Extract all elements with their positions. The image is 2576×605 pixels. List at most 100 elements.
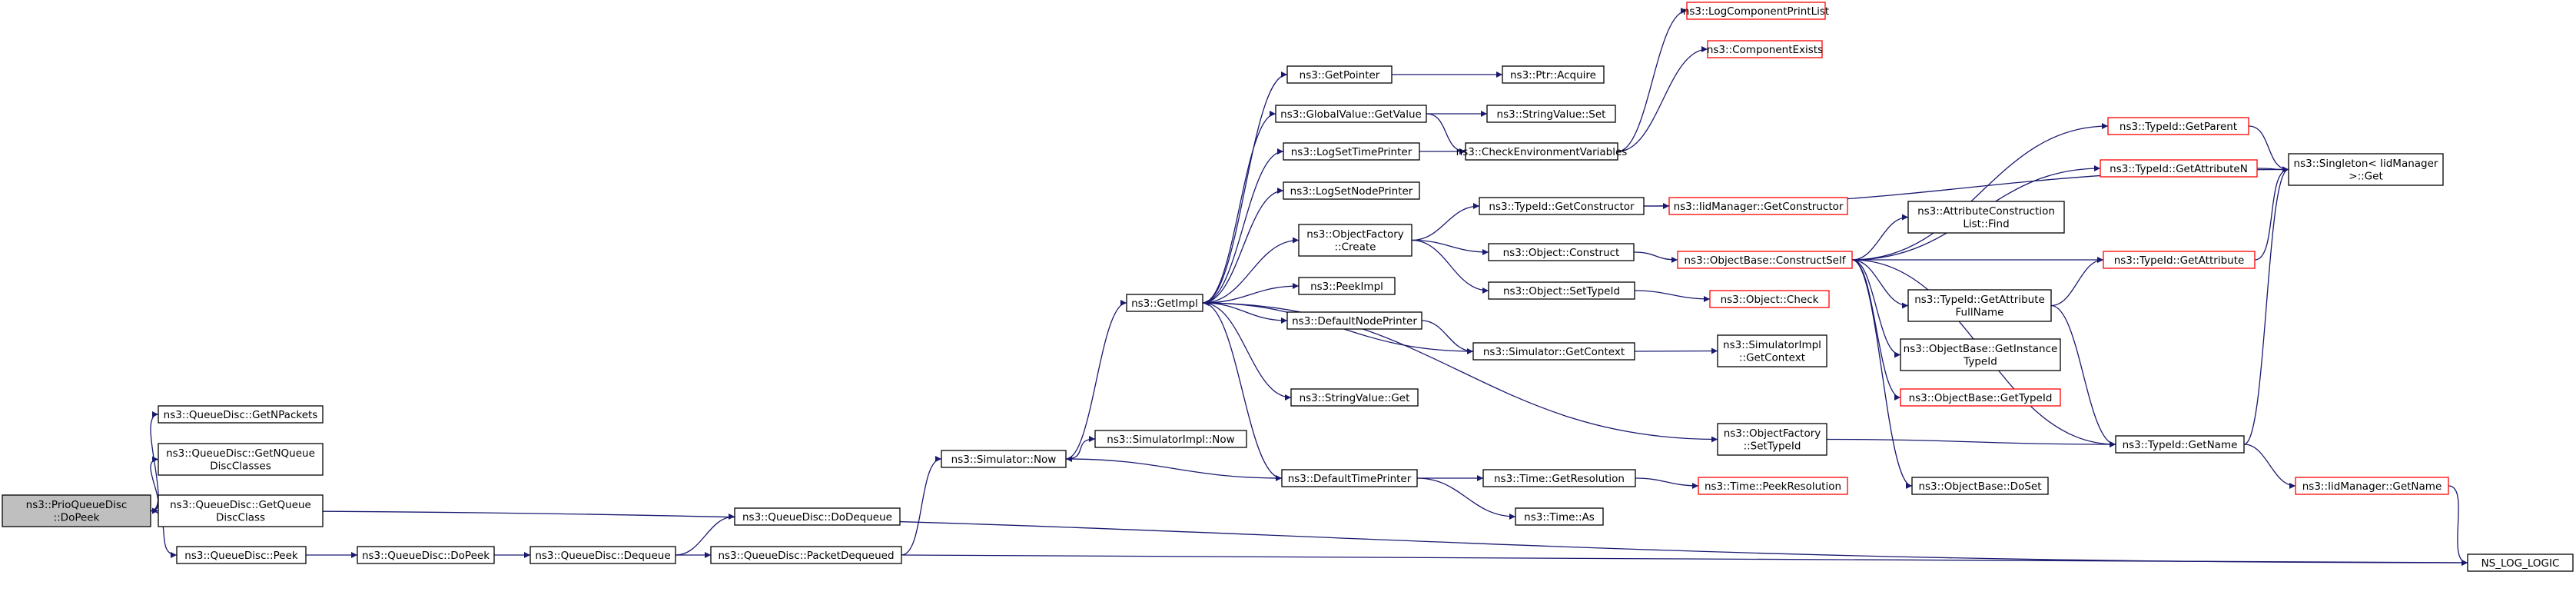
node-getnpackets[interactable]: ns3::QueueDisc::GetNPackets (158, 405, 324, 424)
node-time_peekres[interactable]: ns3::Time::PeekResolution (1698, 477, 1848, 495)
node-tid_getattr[interactable]: ns3::TypeId::GetAttribute (2103, 251, 2256, 269)
node-box (1472, 342, 1635, 361)
node-obj_check[interactable]: ns3::Object::Check (1709, 290, 1830, 308)
node-ob_doset[interactable]: ns3::ObjectBase::DoSet (1911, 477, 2049, 495)
edge-checkenv-to-logprintlist (1617, 8, 1688, 152)
node-ns_log_logic[interactable]: NS_LOG_LOGIC (2467, 553, 2574, 572)
edge-tid_getname-to-singleton_get (2243, 166, 2289, 445)
node-sim_now[interactable]: ns3::Simulator::Now (941, 450, 1067, 468)
node-label: ns3::TypeId::GetAttributeN (2110, 163, 2248, 175)
node-deftimeprinter[interactable]: ns3::DefaultTimePrinter (1281, 469, 1418, 487)
node-label: ::Create (1335, 241, 1376, 254)
edge-root-to-peek (150, 510, 178, 558)
node-defnodeprinter[interactable]: ns3::DefaultNodePrinter (1286, 311, 1422, 330)
node-label: ns3::Time::GetResolution (1494, 473, 1625, 485)
node-label: ns3::GetImpl (1131, 298, 1198, 310)
node-label: ns3::LogComponentPrintList (1683, 5, 1829, 18)
node-box (2115, 435, 2245, 454)
node-peek[interactable]: ns3::QueueDisc::Peek (176, 546, 307, 564)
node-gv_getvalue[interactable]: ns3::GlobalValue::GetValue (1275, 105, 1427, 123)
node-label: ns3::Object::Construct (1503, 247, 1620, 259)
node-packetdequeued[interactable]: ns3::QueueDisc::PacketDequeued (710, 546, 902, 564)
node-label: ns3::QueueDisc::PacketDequeued (718, 550, 894, 562)
node-label: ns3::QueueDisc::DoPeek (362, 550, 490, 562)
node-label: >::Get (2349, 171, 2382, 183)
edge-getimpl-to-defnodeprinter (1202, 302, 1288, 324)
node-box (2100, 159, 2258, 178)
node-box (529, 546, 676, 564)
node-simimpl_getcontext[interactable]: ns3::SimulatorImpl::GetContext (1717, 334, 1827, 367)
node-box (1907, 289, 2052, 322)
edge-gv_getvalue-to-checkenv (1426, 113, 1466, 155)
node-label: ns3::ObjectBase::DoSet (1918, 480, 2041, 493)
node-singleton_get[interactable]: ns3::Singleton< IidManager >::Get (2288, 153, 2444, 186)
node-time_getres[interactable]: ns3::Time::GetResolution (1482, 469, 1636, 487)
node-label: ns3::QueueDisc::Dequeue (535, 550, 670, 562)
node-label: ns3::LogSetNodePrinter (1290, 185, 1413, 198)
node-ob_constructself[interactable]: ns3::ObjectBase::ConstructSelf (1677, 251, 1853, 269)
node-logsettime[interactable]: ns3::LogSetTimePrinter (1283, 142, 1420, 161)
node-tid_getname[interactable]: ns3::TypeId::GetName (2115, 435, 2245, 454)
node-obj_settypeid[interactable]: ns3::Object::SetTypeId (1488, 281, 1635, 300)
node-obj_construct[interactable]: ns3::Object::Construct (1488, 243, 1635, 261)
node-label: ns3::ObjectFactory (1306, 228, 1404, 241)
node-root[interactable]: ns3::PrioQueueDisc::DoPeek (2, 494, 151, 527)
edge-dequeue-to-dodequeue (675, 514, 735, 556)
node-box (941, 450, 1067, 468)
node-of_create[interactable]: ns3::ObjectFactory::Create (1298, 224, 1412, 257)
edge-iid_getname-to-ns_log_logic (2448, 485, 2468, 566)
node-tid_getparent[interactable]: ns3::TypeId::GetParent (2107, 117, 2249, 135)
node-label: ns3::DefaultTimePrinter (1288, 473, 1412, 485)
node-box (1911, 477, 2049, 495)
node-checkenv[interactable]: ns3::CheckEnvironmentVariables (1456, 142, 1628, 161)
node-time_as[interactable]: ns3::Time::As (1515, 507, 1604, 526)
node-getimpl[interactable]: ns3::GetImpl (1126, 294, 1203, 312)
edge-root-to-ns_log_logic (150, 510, 2468, 566)
edge-tid_getattrfull-to-tid_getname (2050, 304, 2116, 447)
node-ptr_acquire[interactable]: ns3::Ptr::Acquire (1502, 65, 1605, 84)
node-tid_getctor[interactable]: ns3::TypeId::GetConstructor (1479, 197, 1645, 215)
node-logsetnode[interactable]: ns3::LogSetNodePrinter (1283, 181, 1420, 200)
node-layer: ns3::PrioQueueDisc::DoPeekns3::QueueDisc… (2, 2, 2574, 572)
node-logprintlist[interactable]: ns3::LogComponentPrintList (1683, 2, 1829, 20)
node-box (1717, 423, 1827, 456)
node-box (158, 443, 324, 476)
node-iid_getname[interactable]: ns3::IidManager::GetName (2295, 477, 2449, 495)
node-label: ns3::TypeId::GetName (2123, 439, 2238, 451)
edge-getimpl-to-deftimeprinter (1202, 302, 1283, 481)
node-label: ns3::PrioQueueDisc (26, 499, 128, 511)
node-peekimpl[interactable]: ns3::PeekImpl (1298, 277, 1396, 295)
node-label: List::Find (1963, 218, 2009, 231)
node-getpointer[interactable]: ns3::GetPointer (1286, 65, 1393, 84)
edge-defnodeprinter-to-sim_getcontext (1421, 320, 1474, 354)
node-label: ns3::Time::PeekResolution (1705, 480, 1841, 493)
node-of_settypeid[interactable]: ns3::ObjectFactory::SetTypeId (1717, 423, 1827, 456)
node-label: ns3::QueueDisc::GetNPackets (164, 409, 318, 421)
node-sv_get[interactable]: ns3::StringValue::Get (1290, 388, 1419, 407)
node-box (710, 546, 902, 564)
node-sv_set[interactable]: ns3::StringValue::Set (1486, 105, 1616, 123)
node-label: ns3::SimulatorImpl::Now (1107, 434, 1234, 446)
node-ob_gettypeid[interactable]: ns3::ObjectBase::GetTypeId (1900, 388, 2061, 407)
node-dodequeue[interactable]: ns3::QueueDisc::DoDequeue (734, 507, 901, 526)
node-box (158, 405, 324, 424)
node-label: ns3::ObjectBase::GetTypeId (1909, 392, 2053, 404)
node-qd_dopeek[interactable]: ns3::QueueDisc::DoPeek (357, 546, 495, 564)
node-simimpl_now[interactable]: ns3::SimulatorImpl::Now (1094, 430, 1247, 448)
node-compexists[interactable]: ns3::ComponentExists (1707, 40, 1823, 58)
node-tid_getattrn[interactable]: ns3::TypeId::GetAttributeN (2100, 159, 2258, 178)
node-box (1286, 65, 1393, 84)
node-iid_getctor[interactable]: ns3::IidManager::GetConstructor (1668, 197, 1848, 215)
node-label: ns3::Singleton< IidManager (2294, 158, 2438, 170)
node-box (1281, 469, 1418, 487)
node-label: ns3::DefaultNodePrinter (1292, 315, 1417, 327)
node-sim_getcontext[interactable]: ns3::Simulator::GetContext (1472, 342, 1635, 361)
edge-sim_now-to-getimpl (1065, 300, 1127, 460)
node-dequeue[interactable]: ns3::QueueDisc::Dequeue (529, 546, 676, 564)
